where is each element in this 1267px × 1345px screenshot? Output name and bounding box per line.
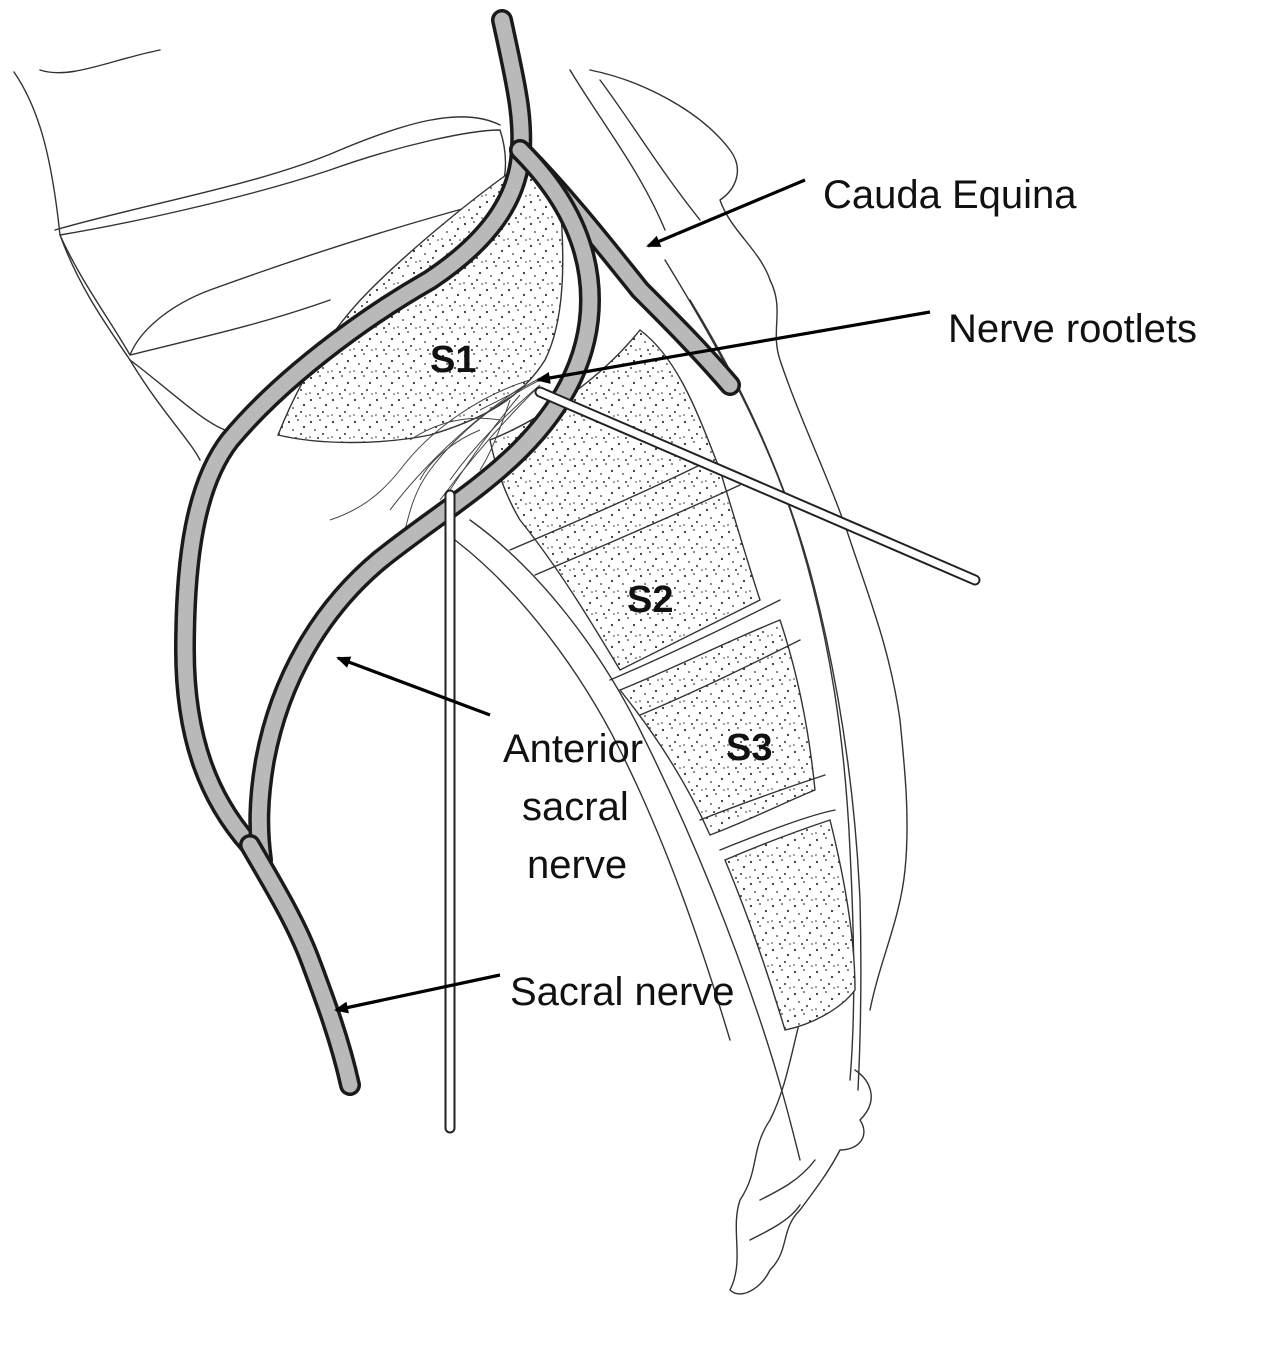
anterior-sacral-nerve-arrow	[338, 658, 490, 715]
anterior-sacral-nerve-label-line1: Anterior	[503, 727, 643, 771]
s4-vertebra-body	[725, 820, 855, 1030]
anterior-sacral-nerve-label-line2: sacral	[522, 785, 629, 829]
s1-label: S1	[430, 339, 476, 381]
sacral-nerve-arrow	[336, 975, 500, 1010]
s2-label: S2	[627, 579, 673, 621]
s3-label: S3	[726, 727, 772, 769]
sacral-nerve-label: Sacral nerve	[510, 970, 735, 1014]
nerve-rootlets-label: Nerve rootlets	[948, 307, 1197, 351]
cauda-equina-label: Cauda Equina	[823, 173, 1077, 217]
cauda-equina-arrow	[648, 180, 805, 246]
anterior-sacral-nerve-label-line3: nerve	[527, 843, 627, 887]
